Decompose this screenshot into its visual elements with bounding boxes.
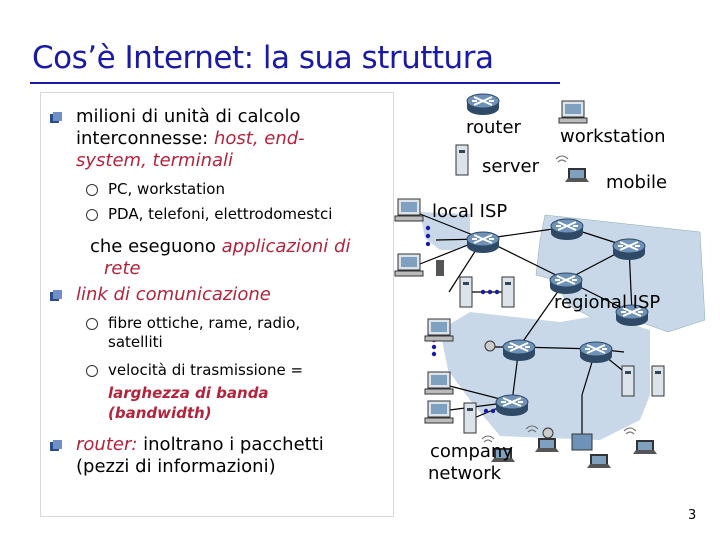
company-network-label-line1: company	[430, 441, 513, 462]
bullet-1-line3: system, terminali	[76, 150, 234, 171]
circle-bullet-icon	[86, 184, 98, 196]
title-underline	[30, 82, 560, 84]
bullet-1-sub1: PC, workstation	[108, 180, 225, 198]
bullet-1-line2-text: interconnesse:	[76, 128, 214, 149]
bullet-1-line1: milioni di unità di calcolo	[76, 106, 301, 127]
checkbox-bullet-icon	[50, 440, 63, 451]
regional-isp-label: regional ISP	[554, 292, 661, 313]
circle-bullet-icon	[86, 209, 98, 221]
company-network-label-line2: network	[428, 463, 502, 484]
checkbox-bullet-icon	[50, 290, 63, 301]
page-number: 3	[688, 508, 697, 523]
legend-mobile-label: mobile	[606, 172, 668, 193]
bullet-1-cont-text: che eseguono	[90, 236, 222, 257]
bullet-3-line2: (pezzi di informazioni)	[76, 456, 276, 477]
circle-bullet-icon	[86, 365, 98, 377]
text-frame	[40, 92, 394, 517]
slide-title: Cos’è Internet: la sua struttura	[32, 40, 494, 76]
legend-workstation-label: workstation	[560, 126, 666, 147]
bullet-1-cont-line1: che eseguono applicazioni di	[90, 236, 350, 258]
router-term: router:	[76, 434, 138, 455]
bullet-2-sub2-line3: (bandwidth)	[108, 404, 212, 422]
host-term: host, end-	[213, 128, 305, 149]
applications-term: applicazioni di	[221, 236, 351, 257]
bullet-2-sub2-line2: larghezza di banda	[108, 384, 269, 402]
bullet-3-line1: router: inoltrano i pacchetti	[76, 434, 324, 456]
bullet-2-sub2-line1: velocità di trasmissione =	[108, 361, 304, 379]
legend-server-label: server	[482, 156, 539, 177]
bullet-2-sub1-line1: fibre ottiche, rame, radio,	[108, 314, 301, 332]
bullet-1-sub2: PDA, telefoni, elettrodomestci	[108, 205, 333, 223]
legend-router-label: router	[466, 117, 521, 138]
local-isp-label: local ISP	[432, 201, 508, 222]
circle-bullet-icon	[86, 318, 98, 330]
bullet-1-cont-line2: rete	[104, 258, 141, 279]
bullet-3-text: inoltrano i pacchetti	[137, 434, 324, 455]
bullet-1-line2: interconnesse: host, end-	[76, 128, 305, 150]
bullet-2-sub1-line2: satelliti	[108, 333, 163, 351]
checkbox-bullet-icon	[50, 112, 63, 123]
bullet-2: link di comunicazione	[76, 284, 271, 305]
